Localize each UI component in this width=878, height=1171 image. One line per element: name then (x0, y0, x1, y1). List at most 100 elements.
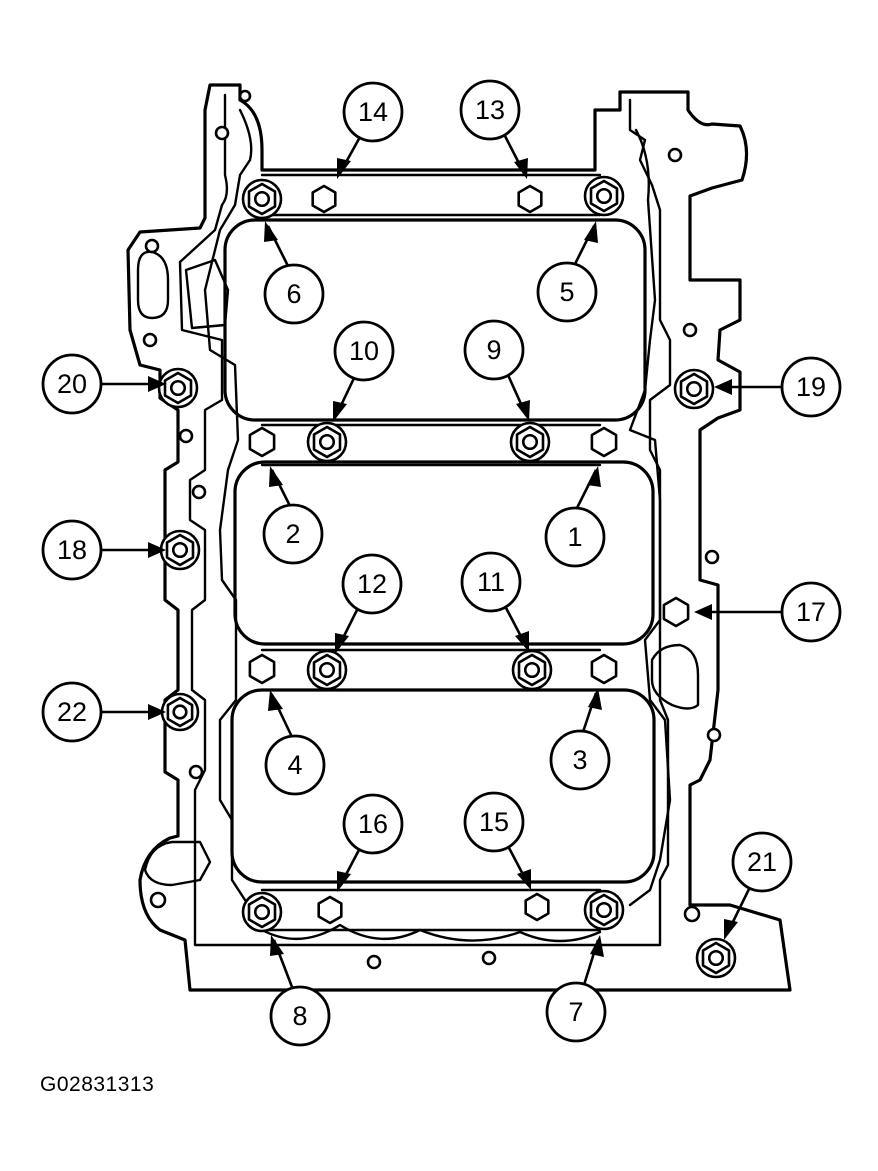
bolt (590, 653, 618, 685)
callout-21: 21 (724, 831, 793, 940)
hole (704, 549, 720, 565)
arrowhead (270, 935, 284, 956)
callout-circle (536, 261, 598, 323)
bolt (248, 653, 276, 685)
callout-15: 15 (463, 791, 531, 890)
callouts: 1 2 3 4 5 6 7 8 9 10 11 12 13 14 15 16 1… (41, 79, 842, 1047)
callout-circle (333, 320, 395, 382)
callout-number: 19 (796, 372, 826, 402)
hole (144, 238, 160, 254)
bolt-head (590, 426, 618, 458)
callout-number: 13 (475, 95, 505, 125)
callout-number: 14 (358, 97, 388, 127)
arrowhead (268, 690, 283, 711)
callout-circle (463, 791, 525, 853)
bolt-head (524, 892, 550, 922)
bolt (517, 184, 543, 214)
hole (149, 891, 167, 909)
callout-3: 3 (549, 688, 611, 791)
callout-12: 12 (335, 553, 403, 654)
callout-circle (341, 553, 403, 615)
callout-number: 22 (57, 697, 87, 727)
bolt-center (521, 433, 539, 451)
bolt (511, 649, 553, 691)
callout-number: 4 (287, 750, 302, 780)
callout-number: 11 (477, 567, 505, 597)
hole (667, 147, 683, 163)
callout-circle (731, 831, 793, 893)
callout-2: 2 (262, 466, 324, 565)
bolt-center (318, 661, 336, 679)
arrowhead (588, 688, 602, 710)
arrowhead (517, 869, 531, 890)
bolt (509, 421, 551, 463)
bolt (159, 529, 201, 571)
bolt-center (172, 704, 188, 720)
bolt (160, 692, 200, 732)
arrowhead (333, 401, 347, 422)
arrowhead (514, 158, 528, 179)
bolt-head (517, 184, 543, 214)
callout-8: 8 (269, 935, 331, 1047)
callout-number: 9 (486, 335, 501, 365)
callout-number: 12 (357, 569, 387, 599)
arrowhead (269, 466, 283, 487)
callout-number: 20 (57, 369, 87, 399)
callout-circle (41, 681, 103, 743)
callout-circle (263, 263, 325, 325)
bolt (673, 368, 715, 410)
callout-16: 16 (337, 793, 404, 892)
hole (683, 905, 701, 923)
callout-14: 14 (337, 81, 404, 179)
callout-18: 18 (41, 519, 166, 581)
bolt (248, 426, 276, 458)
callout-6: 6 (263, 221, 325, 325)
hole (682, 322, 698, 338)
bolt-center (253, 903, 271, 921)
housing-outline (126, 83, 792, 992)
bolts (157, 175, 737, 979)
hole (214, 125, 230, 141)
bolt-center (685, 380, 703, 398)
bolt-head (662, 596, 690, 628)
bolt (317, 895, 343, 925)
callout-number: 7 (568, 997, 583, 1027)
arrowhead (148, 704, 166, 720)
callout-17: 17 (694, 581, 842, 643)
bolt-center (253, 190, 271, 208)
bolt-center (169, 379, 187, 397)
bolt (311, 184, 337, 214)
bolt-center (595, 187, 613, 205)
bolt-center (707, 949, 725, 967)
arrowhead (337, 158, 351, 179)
callout-circle (459, 79, 521, 141)
callout-11: 11 (460, 551, 529, 652)
callout-circle (544, 506, 606, 568)
callout-22: 22 (41, 681, 166, 743)
callout-circle (41, 353, 103, 415)
bay-middle (233, 460, 655, 646)
callout-circle (342, 793, 404, 855)
arrowhead (516, 400, 530, 421)
bolt-center (171, 541, 189, 559)
callout-number: 18 (57, 535, 87, 565)
arrowhead (148, 376, 166, 392)
hole (366, 954, 382, 970)
callout-circle (463, 319, 525, 381)
bolt (524, 892, 550, 922)
bolt (306, 421, 348, 463)
hole (706, 727, 722, 743)
bolt (695, 937, 737, 979)
bolt-head (311, 184, 337, 214)
hole (191, 484, 207, 500)
arrowhead (337, 871, 351, 892)
arrowhead (714, 379, 732, 395)
arrowhead (515, 631, 529, 652)
callout-number: 10 (349, 336, 379, 366)
bolt-head (317, 895, 343, 925)
hole (188, 764, 204, 780)
bolt-center (523, 661, 541, 679)
bolt (241, 178, 283, 220)
callout-7: 7 (545, 935, 607, 1043)
arrowhead (590, 935, 604, 957)
